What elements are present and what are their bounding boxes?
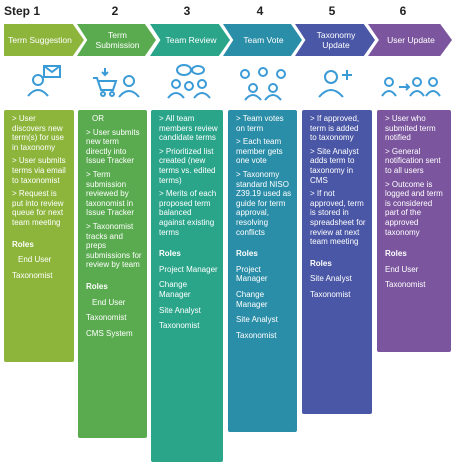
step-4-details: > Team votes on term > Each team member … [228,110,297,432]
step-2-role-2: Taxonomist [86,313,127,323]
step-number-3: 3 [183,4,191,18]
step-6-role-1: End User [385,264,419,274]
step-5-roles-heading: Roles [310,258,332,268]
step-4-role-3: Site Analyst [236,315,278,325]
step-6-roles-heading: Roles [385,249,407,259]
step-6-role-2: Taxonomist [385,280,426,290]
step-2-details: OR > User submits new term directly into… [78,110,147,438]
step-number-4: 4 [256,4,264,18]
step-2-item-3: > Term submission reviewed by taxonomist… [86,169,135,218]
step-3-roles-heading: Roles [159,249,181,259]
step-5-role-2: Taxonomist [310,289,351,299]
step-3-item-3: > Merits of each proposed term balanced … [159,189,217,237]
step-6-header: User Update [368,24,452,56]
step-5-item-3: > If not approved, term is stored in spr… [310,189,366,247]
step-3-role-3: Site Analyst [159,305,201,315]
step-6-details: > User who submited term notified > Gene… [377,110,451,352]
step-1-header: Term Suggestion [4,24,84,56]
step-3-details: > All team members review candidate term… [151,110,223,462]
step-4-roles-heading: Roles [236,249,258,259]
step-2-header: Term Submission [77,24,156,56]
add-user-icon [318,70,352,98]
step-2-role-3: CMS System [86,328,133,338]
step-6-item-2: > General notification sent to all users [385,146,441,175]
step-number-2: 2 [111,4,119,18]
team-discussion-icon [167,64,211,99]
step-4-role-4: Taxonomist [236,330,277,340]
step-4-item-2: > Each team member gets one vote [236,137,283,166]
step-4-item-3: > Taxonomy standard NISO Z39.19 used as … [236,169,292,237]
notify-users-icon [381,77,441,97]
step-1-details: > User discovers new term(s) for use in … [4,110,74,362]
step-number-6: 6 [399,4,407,18]
step-4-header: Team Vote [223,24,302,56]
cart-user-icon [93,68,140,98]
step-3-role-4: Taxonomist [159,321,200,331]
step-2-role-1: End User [92,297,126,307]
step-5-item-2: > Site Analyst adds term to taxonomy in … [310,146,359,185]
email-user-icon [27,65,61,97]
step-3-item-1: > All team members review candidate term… [159,114,218,143]
step-3-item-2: > Prioritized list created (new terms vs… [159,146,216,185]
step-5-header: Taxonomy Update [295,24,375,56]
step-5-details: > If approved, term is added to taxonomy… [302,110,372,414]
step-3-role-2: Change Manager [159,280,191,299]
step-4-role-1: Project Manager [236,264,268,284]
step-2-item-1: OR [92,114,104,123]
step-3-header: Team Review [150,24,230,56]
step-5-role-1: Site Analyst [310,274,352,284]
step-2-item-4: > Taxonomist tracks and preps submission… [86,221,142,270]
team-vote-icon [240,67,286,101]
step-5-item-1: > If approved, term is added to taxonomy [310,114,360,143]
step-6-item-1: > User who submited term notified [385,114,436,143]
step-4-item-1: > Team votes on term [236,114,284,133]
step-2-item-2: > User submits new term directly into Is… [86,127,140,166]
step-number-1: Step 1 [4,4,41,18]
step-6-item-3: > Outcome is logged and term is consider… [385,179,443,237]
step-number-5: 5 [328,4,336,18]
step-1-roles-heading: Roles [12,239,34,249]
step-1-item-2: > User submits terms via email to taxono… [12,156,66,185]
step-4-role-2: Change Manager [236,289,268,309]
step-1-role-2: Taxonomist [12,270,53,280]
step-3-role-1: Project Manager [159,264,218,274]
step-1-role-1: End User [18,255,52,265]
step-1-item-1: > User discovers new term(s) for use in … [12,114,65,152]
step-2-roles-heading: Roles [86,281,108,291]
step-1-item-3: > Request is put into review queue for n… [12,189,64,227]
